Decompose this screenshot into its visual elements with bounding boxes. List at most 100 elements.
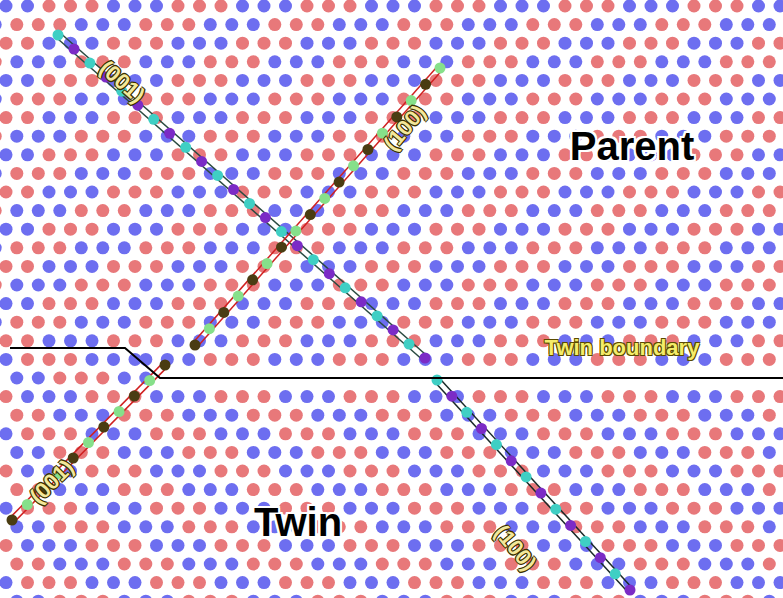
parent-atom: [774, 148, 783, 161]
twin-atom: [698, 446, 711, 459]
parent-atom: [268, 18, 281, 31]
twin-atom: [225, 409, 238, 422]
parent-atom: [333, 353, 346, 366]
parent-atom: [537, 186, 550, 199]
parent-atom: [344, 186, 357, 199]
parent-atom: [354, 93, 367, 106]
parent-atom: [0, 167, 2, 180]
parent-atom: [688, 186, 701, 199]
twin-atom: [774, 390, 783, 403]
twin-atom: [397, 409, 410, 422]
parent-atom: [64, 186, 77, 199]
parent-atom: [645, 223, 658, 236]
twin-atom: [150, 502, 163, 515]
parent-atom: [645, 260, 658, 273]
parent-atom: [193, 74, 206, 87]
parent-atom: [107, 186, 120, 199]
parent-atom: [86, 334, 99, 347]
parent-atom: [548, 279, 561, 292]
parent-atom: [634, 93, 647, 106]
twin-atom: [612, 409, 625, 422]
twin-atom: [473, 576, 486, 589]
twin-atom: [580, 576, 593, 589]
parent-atom: [548, 18, 561, 31]
parent-atom: [387, 297, 400, 310]
parent-atom: [322, 223, 335, 236]
parent-atom: [333, 18, 346, 31]
twin-atom: [215, 539, 228, 552]
marked-atom: [506, 455, 517, 466]
twin-atom: [150, 539, 163, 552]
marked-atom: [233, 291, 244, 302]
parent-atom: [268, 167, 281, 180]
parent-atom: [139, 55, 152, 68]
parent-atom: [354, 130, 367, 143]
twin-atom: [161, 520, 174, 533]
parent-atom: [526, 93, 539, 106]
twin-atom: [612, 520, 625, 533]
marked-atom: [404, 339, 415, 350]
twin-atom: [741, 595, 754, 598]
parent-atom: [666, 74, 679, 87]
parent-atom: [311, 55, 324, 68]
marked-atom: [68, 453, 79, 464]
parent-atom: [161, 18, 174, 31]
parent-atom: [53, 204, 66, 217]
twin-atom: [752, 427, 765, 440]
parent-atom: [462, 241, 475, 254]
parent-atom: [763, 167, 776, 180]
parent-atom: [483, 353, 496, 366]
parent-atom: [516, 334, 529, 347]
parent-atom: [311, 167, 324, 180]
twin-atom: [430, 502, 443, 515]
twin-atom: [32, 372, 45, 385]
marked-atom: [476, 423, 487, 434]
parent-atom: [376, 241, 389, 254]
twin-atom: [182, 595, 195, 598]
twin-atom: [473, 502, 486, 515]
parent-atom: [118, 18, 131, 31]
parent-atom: [333, 93, 346, 106]
parent-atom: [0, 74, 13, 87]
twin-atom: [483, 483, 496, 496]
parent-atom: [548, 130, 561, 143]
parent-atom: [548, 316, 561, 329]
parent-atom: [645, 297, 658, 310]
twin-atom: [580, 502, 593, 515]
twin-atom: [645, 390, 658, 403]
parent-atom: [720, 241, 733, 254]
parent-atom: [161, 93, 174, 106]
parent-atom: [483, 167, 496, 180]
twin-atom: [236, 427, 249, 440]
parent-atom: [64, 334, 77, 347]
parent-atom: [354, 18, 367, 31]
twin-atom: [290, 558, 303, 571]
twin-atom: [75, 409, 88, 422]
parent-atom: [666, 186, 679, 199]
twin-atom: [430, 427, 443, 440]
parent-atom: [215, 74, 228, 87]
parent-atom: [752, 223, 765, 236]
parent-atom: [473, 334, 486, 347]
twin-atom: [139, 595, 152, 598]
marked-atom: [114, 406, 125, 417]
parent-atom: [655, 279, 668, 292]
twin-atom: [32, 520, 45, 533]
twin-atom: [215, 390, 228, 403]
twin-atom: [0, 465, 13, 478]
parent-atom: [666, 297, 679, 310]
twin-atom: [580, 390, 593, 403]
marked-atom: [319, 193, 330, 204]
twin-atom: [376, 558, 389, 571]
parent-atom: [602, 0, 615, 13]
parent-atom: [591, 93, 604, 106]
parent-atom: [43, 223, 56, 236]
parent-atom: [408, 186, 421, 199]
parent-atom: [10, 204, 23, 217]
twin-atom: [612, 483, 625, 496]
twin-atom: [0, 539, 13, 552]
twin-atom: [387, 502, 400, 515]
twin-atom: [666, 465, 679, 478]
twin-atom: [75, 595, 88, 598]
twin-atom: [10, 483, 23, 496]
